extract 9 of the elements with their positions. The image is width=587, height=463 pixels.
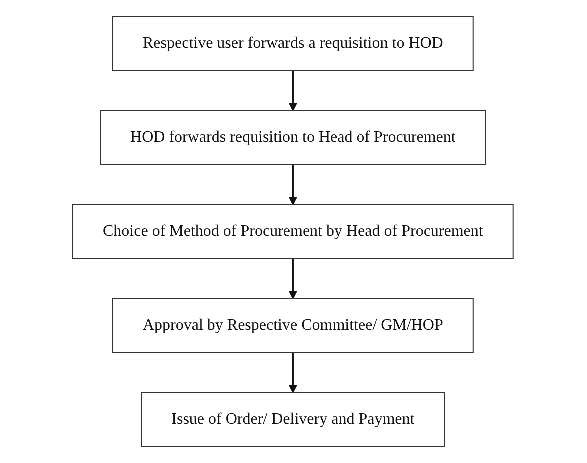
arrow [289,70,298,111]
node-box: Respective user forwards a requisition to HOD [112,16,474,71]
node-box: Approval by Respective Committee/ GM/HOP [112,298,474,353]
arrow [289,164,298,205]
arrow [289,258,298,299]
node-box: Choice of Method of Procurement by Head of Procurement [72,204,514,259]
node-box: HOD forwards requisition to Head of Procurement [100,110,487,165]
arrow [289,352,298,393]
node-box: Issue of Order/ Delivery and Payment [141,392,446,447]
